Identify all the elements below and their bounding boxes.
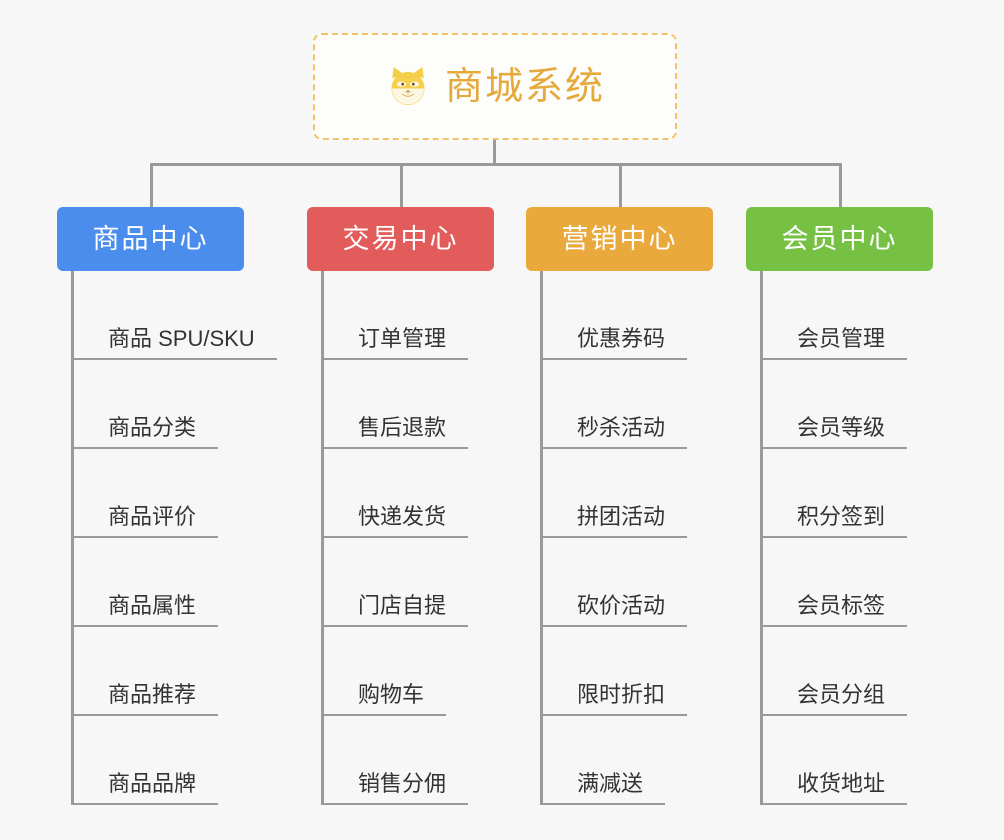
list-item[interactable]: 购物车 <box>321 627 494 716</box>
leaf-label: 拼团活动 <box>577 503 688 538</box>
leaf-underline <box>760 358 797 360</box>
list-item[interactable]: 商品品牌 <box>71 716 244 805</box>
leaf-underline <box>540 803 577 805</box>
list-item[interactable]: 商品推荐 <box>71 627 244 716</box>
list-item[interactable]: 满减送 <box>540 716 713 805</box>
column-marketing-center: 营销中心 优惠券码 秒杀活动 拼团活动 砍价活动 限时折扣 满减送 <box>526 207 713 805</box>
column-product-center: 商品中心 商品 SPU/SKU 商品分类 商品评价 商品属性 商品推荐 商品品牌 <box>57 207 277 805</box>
list-item[interactable]: 会员标签 <box>760 538 933 627</box>
leaf-label: 售后退款 <box>358 414 469 449</box>
leaf-label: 购物车 <box>358 681 447 716</box>
leaf-underline <box>321 536 358 538</box>
leaf-label: 限时折扣 <box>577 681 688 716</box>
leaf-underline <box>71 536 108 538</box>
list-item[interactable]: 拼团活动 <box>540 449 713 538</box>
leaf-label: 门店自提 <box>358 592 469 627</box>
leaf-underline <box>321 447 358 449</box>
leaf-label: 收货地址 <box>797 770 908 805</box>
leaf-underline <box>71 714 108 716</box>
list-item[interactable]: 会员分组 <box>760 627 933 716</box>
leaf-label: 商品属性 <box>108 592 219 627</box>
leaf-label: 商品推荐 <box>108 681 219 716</box>
list-item[interactable]: 销售分佣 <box>321 716 494 805</box>
leaf-label: 优惠券码 <box>577 325 688 360</box>
list-item[interactable]: 秒杀活动 <box>540 360 713 449</box>
shiba-dog-face-icon <box>385 64 431 110</box>
list-item[interactable]: 会员管理 <box>760 271 933 360</box>
column-body-3: 优惠券码 秒杀活动 拼团活动 砍价活动 限时折扣 满减送 <box>540 271 713 805</box>
leaf-label: 积分签到 <box>797 503 908 538</box>
column-body-2: 订单管理 售后退款 快递发货 门店自提 购物车 销售分佣 <box>321 271 494 805</box>
leaf-underline <box>540 358 577 360</box>
connector-drop-3 <box>619 163 622 208</box>
connector-drop-1 <box>150 163 153 208</box>
column-trade-center: 交易中心 订单管理 售后退款 快递发货 门店自提 购物车 销售分佣 <box>307 207 494 805</box>
column-header-3[interactable]: 营销中心 <box>526 207 713 271</box>
list-item[interactable]: 商品 SPU/SKU <box>71 271 277 360</box>
leaf-label: 商品品牌 <box>108 770 219 805</box>
leaf-underline <box>540 625 577 627</box>
column-member-center: 会员中心 会员管理 会员等级 积分签到 会员标签 会员分组 收货地址 <box>746 207 933 805</box>
root-title: 商城系统 <box>444 65 605 108</box>
list-item[interactable]: 砍价活动 <box>540 538 713 627</box>
leaf-label: 会员分组 <box>797 681 908 716</box>
leaf-underline <box>71 358 108 360</box>
list-item[interactable]: 门店自提 <box>321 538 494 627</box>
leaf-label: 快递发货 <box>358 503 469 538</box>
column-header-1[interactable]: 商品中心 <box>57 207 244 271</box>
column-header-label-1: 商品中心 <box>92 223 209 254</box>
list-item[interactable]: 商品分类 <box>71 360 244 449</box>
leaf-underline <box>760 803 797 805</box>
leaf-underline <box>540 536 577 538</box>
leaf-label: 商品分类 <box>108 414 219 449</box>
column-header-2[interactable]: 交易中心 <box>307 207 494 271</box>
leaf-underline <box>321 714 358 716</box>
list-item[interactable]: 会员等级 <box>760 360 933 449</box>
list-item[interactable]: 售后退款 <box>321 360 494 449</box>
leaf-underline <box>321 358 358 360</box>
leaf-label: 会员管理 <box>797 325 908 360</box>
list-item[interactable]: 商品评价 <box>71 449 244 538</box>
leaf-underline <box>71 625 108 627</box>
column-body-4: 会员管理 会员等级 积分签到 会员标签 会员分组 收货地址 <box>760 271 933 805</box>
list-item[interactable]: 限时折扣 <box>540 627 713 716</box>
leaf-label: 商品 SPU/SKU <box>108 325 277 360</box>
list-item[interactable]: 收货地址 <box>760 716 933 805</box>
connector-drop-2 <box>400 163 403 208</box>
leaf-label: 满减送 <box>577 770 666 805</box>
list-item[interactable]: 订单管理 <box>321 271 494 360</box>
leaf-underline <box>71 803 108 805</box>
list-item[interactable]: 快递发货 <box>321 449 494 538</box>
leaf-underline <box>71 447 108 449</box>
leaf-underline <box>760 714 797 716</box>
leaf-underline <box>540 714 577 716</box>
column-header-label-4: 会员中心 <box>781 223 898 254</box>
leaf-underline <box>321 625 358 627</box>
leaf-underline <box>321 803 358 805</box>
connector-bus <box>150 163 842 166</box>
leaf-label: 秒杀活动 <box>577 414 688 449</box>
leaf-underline <box>760 447 797 449</box>
column-header-4[interactable]: 会员中心 <box>746 207 933 271</box>
leaf-underline <box>760 625 797 627</box>
connector-drop-4 <box>839 163 842 208</box>
column-header-label-2: 交易中心 <box>342 223 459 254</box>
list-item[interactable]: 积分签到 <box>760 449 933 538</box>
leaf-label: 商品评价 <box>108 503 219 538</box>
column-body-1: 商品 SPU/SKU 商品分类 商品评价 商品属性 商品推荐 商品品牌 <box>71 271 277 805</box>
leaf-label: 会员等级 <box>797 414 908 449</box>
column-header-label-3: 营销中心 <box>561 223 678 254</box>
leaf-label: 会员标签 <box>797 592 908 627</box>
root-node-card[interactable]: 商城系统 <box>313 33 677 140</box>
leaf-underline <box>540 447 577 449</box>
connector-trunk <box>493 140 496 165</box>
leaf-label: 订单管理 <box>358 325 469 360</box>
list-item[interactable]: 优惠券码 <box>540 271 713 360</box>
leaf-label: 销售分佣 <box>358 770 469 805</box>
leaf-label: 砍价活动 <box>577 592 688 627</box>
list-item[interactable]: 商品属性 <box>71 538 244 627</box>
leaf-underline <box>760 536 797 538</box>
